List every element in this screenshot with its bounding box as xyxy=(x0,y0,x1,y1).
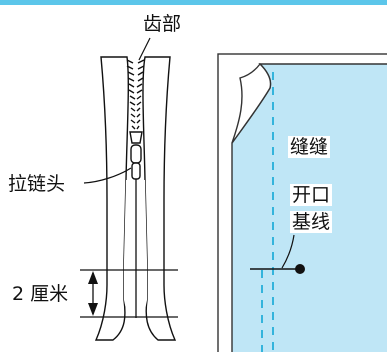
zipper-left-tape xyxy=(94,56,129,341)
fabric-folded-corner xyxy=(231,62,272,144)
zipper-teeth xyxy=(126,59,145,130)
arrow-down-icon xyxy=(88,303,98,316)
zipper xyxy=(94,56,177,341)
zipper-slider xyxy=(129,131,143,180)
label-seam: 缝缝 xyxy=(288,136,331,158)
zipper-right-tape xyxy=(142,56,177,341)
label-distance: 2 厘米 xyxy=(12,283,69,305)
opening-leader-line xyxy=(281,234,295,269)
slider-leader-line xyxy=(83,167,132,184)
label-teeth: 齿部 xyxy=(143,13,182,35)
label-slider: 拉链头 xyxy=(8,173,66,195)
label-opening-2: 基线 xyxy=(290,211,333,233)
top-band xyxy=(0,0,387,5)
label-opening-1: 开口 xyxy=(290,184,333,206)
teeth-leader-line xyxy=(138,37,151,61)
arrow-up-icon xyxy=(88,271,98,284)
dot-marker-icon xyxy=(295,264,305,274)
